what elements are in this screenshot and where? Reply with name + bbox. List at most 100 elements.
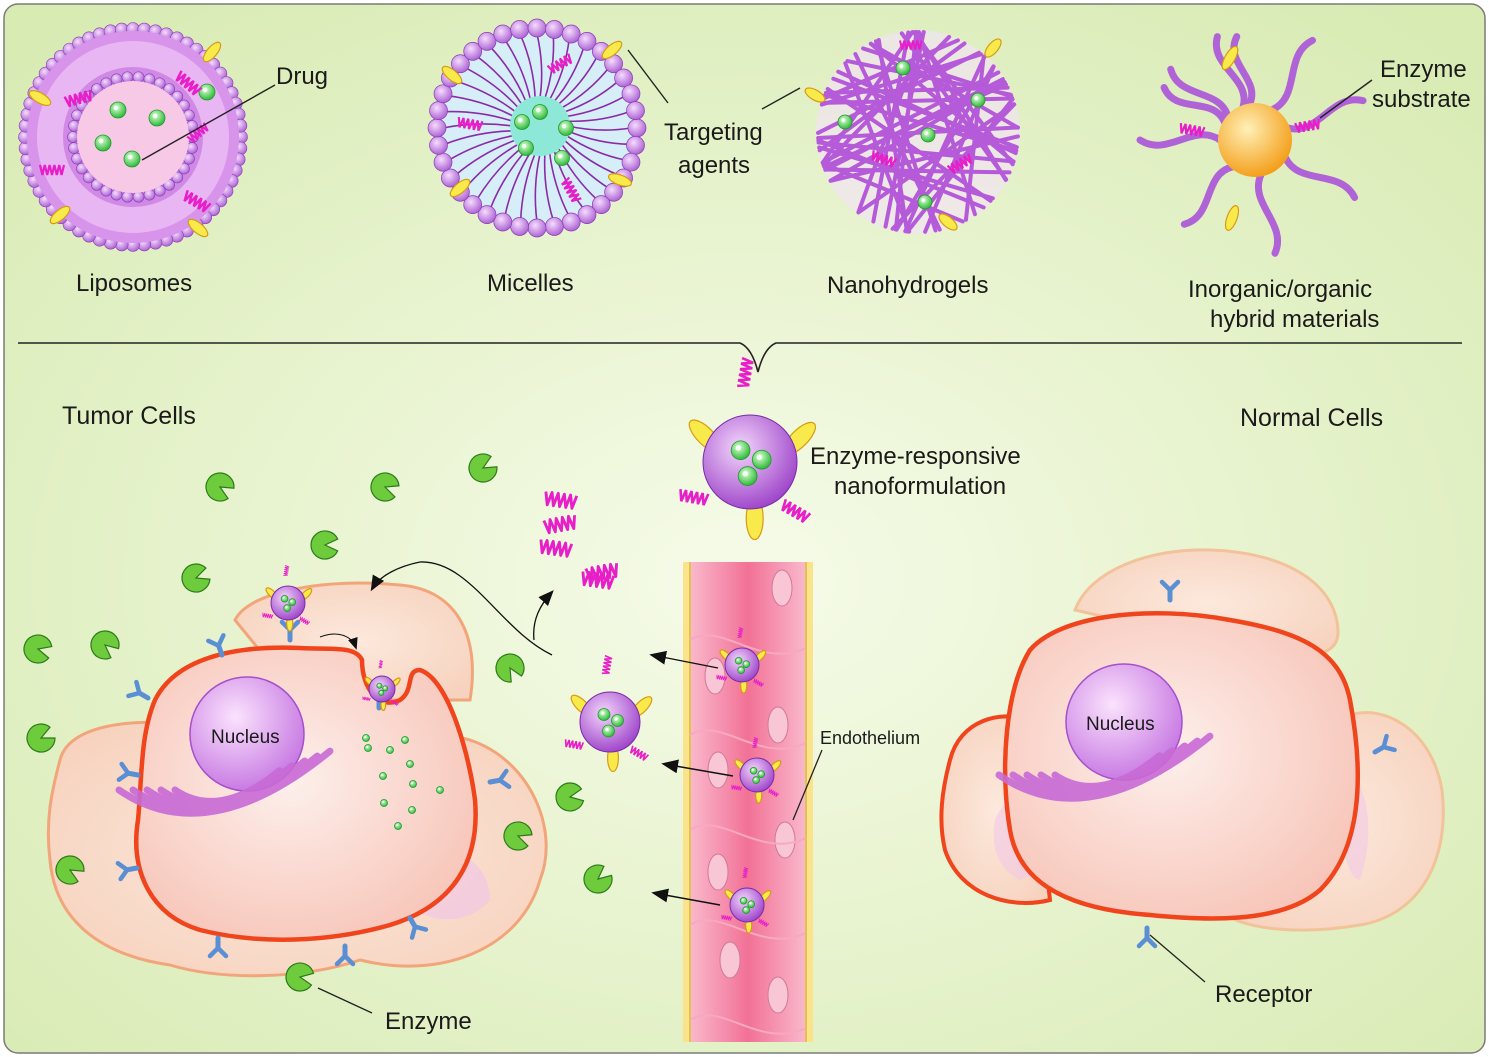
drug-molecule xyxy=(730,440,751,461)
endothelial-nucleus xyxy=(767,976,789,1014)
nanoparticle-icon xyxy=(564,654,653,773)
enzyme-substrate xyxy=(1294,118,1320,133)
drug-molecule xyxy=(742,906,750,914)
drug-molecule xyxy=(386,746,394,754)
drug-label: Drug xyxy=(276,63,328,90)
drug-molecule xyxy=(920,127,936,143)
drug-molecule xyxy=(148,109,166,127)
enzyme-icon xyxy=(583,864,613,894)
enzyme-substrate xyxy=(542,514,577,535)
drug-molecule xyxy=(382,685,389,692)
receptor-icon xyxy=(1136,925,1158,949)
nanoparticle-icon xyxy=(716,626,767,694)
receptor-label: Receptor xyxy=(1215,981,1312,1008)
enzyme-substrate xyxy=(186,122,209,143)
enzyme-substrate xyxy=(899,40,923,50)
micelle-icon xyxy=(427,18,647,238)
enzyme-substrate xyxy=(737,356,754,388)
targeting-label-1: Targeting xyxy=(664,119,763,146)
drug-molecule xyxy=(379,772,387,780)
enzyme-icon xyxy=(555,782,585,812)
extravasation-arrow-3 xyxy=(651,888,721,906)
drug-molecule xyxy=(895,60,911,76)
receptor-icon xyxy=(407,915,429,940)
drug-molecule xyxy=(436,786,444,794)
enzyme-substrate xyxy=(546,53,573,74)
enzyme-icon xyxy=(23,634,53,664)
drug-molecule xyxy=(742,660,751,668)
drug-molecule xyxy=(518,140,534,156)
enzyme-substrate xyxy=(601,654,613,675)
nanoformulation-label-2: nanoformulation xyxy=(834,473,1006,500)
drug-molecule xyxy=(409,780,417,788)
enzyme-substrate xyxy=(752,736,759,748)
enzyme-icon xyxy=(205,472,235,502)
enzyme-substrate xyxy=(299,616,311,626)
enzyme-substrate xyxy=(721,914,733,921)
enzyme-substrate xyxy=(629,745,650,761)
drug-molecule xyxy=(378,689,385,696)
substrate-label-1: Enzyme xyxy=(1380,56,1467,83)
nanoparticle-icon xyxy=(679,356,817,541)
receptor-icon xyxy=(115,860,140,882)
enzyme-icon xyxy=(468,453,498,483)
receptor-icon xyxy=(206,633,226,658)
panel-divider xyxy=(18,342,1462,373)
carrier-label-micelles: Micelles xyxy=(487,270,574,297)
enzyme-substrate xyxy=(781,498,812,523)
endothelial-nucleus xyxy=(719,941,741,979)
release-arrow xyxy=(533,590,554,641)
enzyme-substrate xyxy=(1179,123,1206,138)
drug-molecule xyxy=(611,714,624,727)
endothelial-nucleus xyxy=(771,569,793,607)
drug-molecule xyxy=(752,776,760,784)
receptor-icon xyxy=(1372,733,1397,755)
enzyme-substrate xyxy=(768,788,780,798)
drug-molecule xyxy=(94,134,112,152)
drug-molecule xyxy=(602,724,615,738)
endothelial-nucleus xyxy=(704,657,726,695)
enzyme-icon xyxy=(495,653,525,683)
nanohydrogel-icon xyxy=(816,30,1020,234)
endothelial-nucleus xyxy=(774,821,796,859)
tumor-cells-title: Tumor Cells xyxy=(62,402,196,430)
enzyme-label: Enzyme xyxy=(385,1008,472,1035)
endothelial-nucleus xyxy=(767,706,789,744)
enzyme-substrate xyxy=(946,153,973,174)
enzyme-substrate xyxy=(581,571,616,590)
extravasation-arrow-2 xyxy=(661,759,734,777)
enzyme-substrate xyxy=(183,189,212,213)
enzyme-substrate xyxy=(742,866,749,878)
drug-molecule xyxy=(288,598,297,606)
blood-vessel xyxy=(683,562,813,1042)
targeting-arrow xyxy=(370,561,553,656)
nanoparticle-icon xyxy=(262,564,313,632)
endothelium-label: Endothelium xyxy=(820,728,920,748)
targeting-agent xyxy=(28,90,52,106)
drug-molecule xyxy=(737,466,758,486)
drug-molecule xyxy=(751,449,772,470)
nanoformulation-label-1: Enzyme-responsive xyxy=(810,443,1021,470)
enzyme-icon xyxy=(310,530,339,560)
drug-molecule xyxy=(514,114,530,130)
drug-molecule xyxy=(739,896,748,905)
endocytosis-arrow xyxy=(319,633,358,650)
targeting-callout-line-2 xyxy=(761,87,801,110)
receptor-icon xyxy=(334,943,356,967)
enzyme-icon xyxy=(181,563,211,593)
endothelial-nucleus xyxy=(707,751,729,789)
enzyme-substrate xyxy=(584,562,619,583)
drug-molecule xyxy=(970,92,986,108)
enzyme-substrate xyxy=(716,674,728,681)
drug-molecule xyxy=(376,682,383,689)
enzyme-substrate xyxy=(390,699,399,706)
drug-callout-line xyxy=(141,84,276,161)
targeting-agent xyxy=(938,213,958,231)
enzyme-icon xyxy=(26,723,56,753)
enzyme-substrate xyxy=(758,918,770,928)
drug-molecule xyxy=(406,760,414,768)
enzyme-substrate xyxy=(871,150,898,168)
enzyme-substrate xyxy=(38,164,66,176)
receptor-icon xyxy=(116,761,141,783)
